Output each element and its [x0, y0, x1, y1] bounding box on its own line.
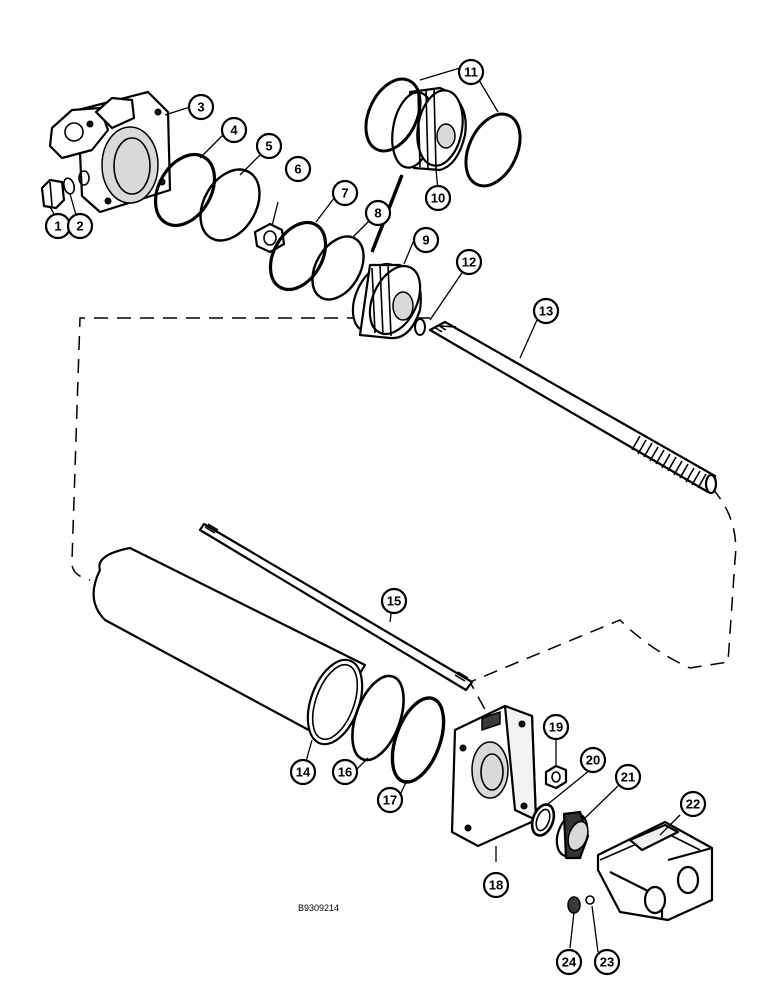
- callout-2: 2: [66, 212, 94, 240]
- ring-11-right: [464, 112, 522, 188]
- callout-6: 6: [284, 155, 312, 183]
- svg-text:1: 1: [54, 219, 61, 234]
- clevis: [596, 820, 714, 922]
- callout-5: 5: [255, 132, 283, 160]
- piston: [351, 262, 422, 340]
- svg-text:14: 14: [296, 765, 311, 780]
- svg-text:9: 9: [422, 233, 429, 248]
- callout-21: 21: [614, 763, 642, 791]
- svg-text:4: 4: [230, 123, 238, 138]
- svg-text:24: 24: [562, 955, 577, 970]
- callout-17: 17: [376, 786, 404, 814]
- callout-8: 8: [364, 199, 392, 227]
- hex-nut-19: [544, 764, 568, 790]
- svg-text:11: 11: [464, 65, 478, 80]
- svg-text:8: 8: [374, 206, 381, 221]
- plug-o-ring: [62, 177, 76, 195]
- svg-text:18: 18: [489, 878, 503, 893]
- callout-14: 14: [289, 758, 317, 786]
- backup-ring-4: [153, 153, 217, 227]
- svg-text:16: 16: [338, 765, 352, 780]
- svg-text:13: 13: [539, 304, 553, 319]
- piston-rod: [428, 320, 718, 495]
- backup-ring-17: [390, 696, 446, 784]
- svg-text:2: 2: [76, 219, 83, 234]
- svg-text:10: 10: [431, 191, 445, 206]
- svg-text:5: 5: [265, 139, 272, 154]
- tie-rod: [198, 522, 474, 692]
- callout-4: 4: [220, 116, 248, 144]
- o-ring-8: [311, 235, 365, 301]
- callout-22: 22: [679, 790, 707, 818]
- cylinder-barrel: [92, 546, 367, 746]
- svg-text:20: 20: [586, 753, 600, 768]
- callout-7: 7: [331, 179, 359, 207]
- svg-text:21: 21: [621, 770, 635, 785]
- ring-20-inner: [535, 808, 551, 832]
- svg-text:3: 3: [197, 100, 204, 115]
- callout-23: 23: [593, 948, 621, 976]
- svg-text:19: 19: [549, 720, 563, 735]
- callout-24: 24: [555, 948, 583, 976]
- callout-3: 3: [187, 93, 215, 121]
- callout-12: 12: [455, 248, 483, 276]
- svg-text:6: 6: [294, 162, 301, 177]
- callout-9: 9: [412, 226, 440, 254]
- svg-text:22: 22: [686, 797, 700, 812]
- callout-13: 13: [532, 297, 560, 325]
- callout-16: 16: [331, 758, 359, 786]
- svg-text:23: 23: [600, 955, 614, 970]
- set-screw: [567, 896, 581, 914]
- piston-wear: [391, 86, 467, 172]
- callout-19: 19: [542, 713, 570, 741]
- svg-text:7: 7: [341, 186, 348, 201]
- cylinder-head: [48, 90, 172, 214]
- svg-text:15: 15: [387, 594, 401, 609]
- o-ring-5: [199, 168, 261, 242]
- plug: [40, 178, 66, 210]
- figure-reference-code: B9309214: [298, 903, 339, 913]
- svg-text:17: 17: [383, 793, 397, 808]
- callout-20: 20: [579, 746, 607, 774]
- callout-18: 18: [482, 871, 510, 899]
- assembly-dashed-path: [71, 317, 737, 716]
- ring-11-left: [364, 77, 422, 153]
- rod-end-head: [450, 704, 538, 848]
- rod-seal: [555, 810, 590, 860]
- callout-11: 11: [457, 58, 485, 86]
- leader-lines: [49, 64, 681, 953]
- piston-o-ring-12: [414, 318, 426, 336]
- callout-10: 10: [424, 184, 452, 212]
- ball: [585, 895, 595, 905]
- callout-15: 15: [380, 587, 408, 615]
- svg-text:12: 12: [462, 255, 476, 270]
- backup-ring-7: [268, 220, 328, 292]
- callout-1: 1: [44, 212, 72, 240]
